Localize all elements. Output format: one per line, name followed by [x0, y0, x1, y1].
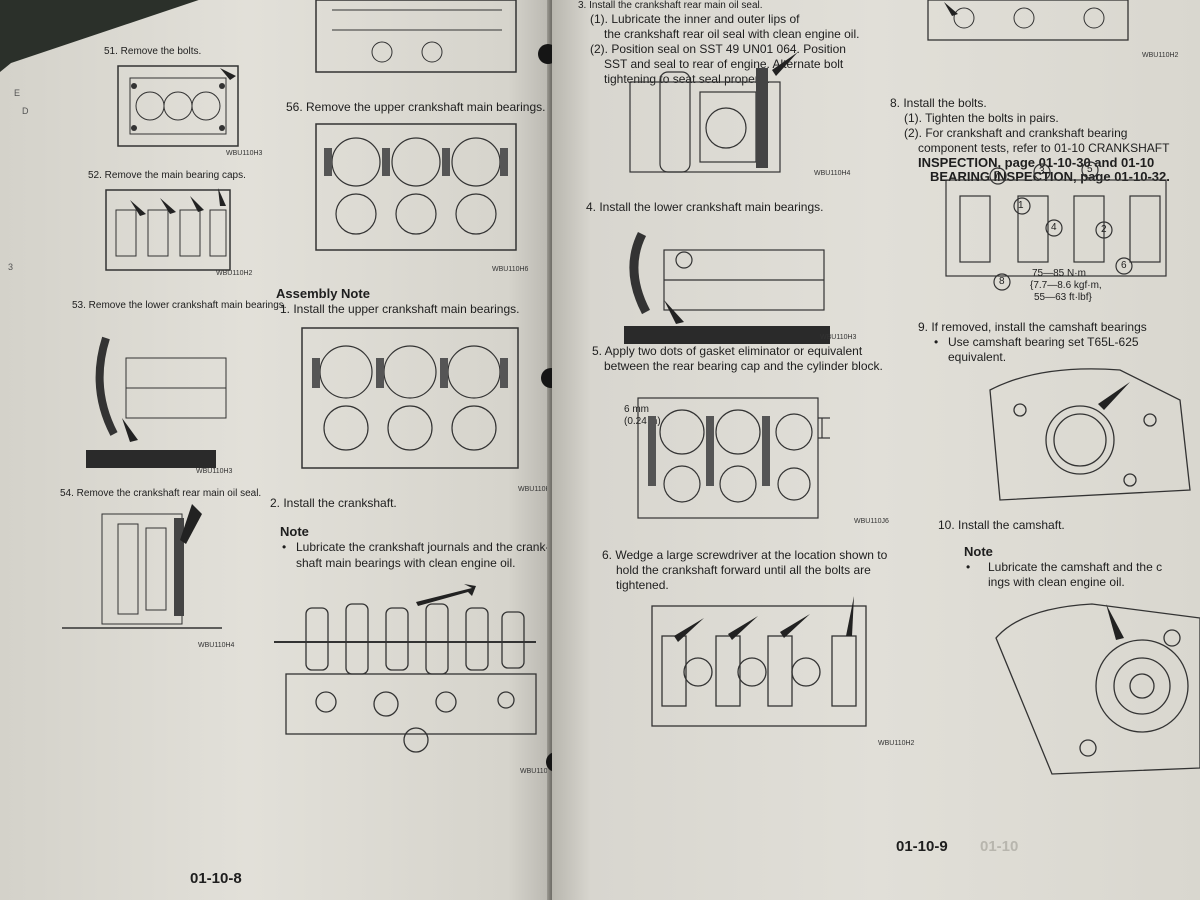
- torque-line-1: 75—85 N·m: [1032, 268, 1086, 279]
- margin-mark-d: D: [22, 106, 29, 116]
- screwdriver-wedge-figure: [651, 596, 867, 727]
- step-4-text: 4. Install the lower crankshaft main bea…: [586, 200, 824, 214]
- sequence-5: 5: [1087, 164, 1093, 175]
- torque-line-3: 55—63 ft·lbf}: [1034, 292, 1092, 303]
- page-number-faded: 01-10: [980, 838, 1019, 855]
- page-number-left: 01-10-8: [190, 870, 242, 887]
- step-8-title: 8. Install the bolts.: [890, 96, 987, 110]
- note-line-1: Lubricate the crankshaft journals and th…: [296, 540, 550, 554]
- sequence-7: 7: [994, 170, 1000, 181]
- book-spine: [547, 0, 556, 900]
- lower-bearings-install-figure: [624, 231, 830, 344]
- rear-seal-install-figure: [629, 52, 798, 173]
- camshaft-bearing-figure: [989, 368, 1191, 501]
- step-8-line-3: component tests, refer to 01-10 CRANKSHA…: [918, 141, 1170, 155]
- assembly-note-heading: Assembly Note: [276, 286, 370, 301]
- step-3-title: 3. Install the crankshaft rear main oil …: [578, 0, 763, 11]
- step-6-line-3: tightened.: [616, 578, 669, 592]
- step-10-note-line-1: Lubricate the camshaft and the c: [988, 560, 1163, 574]
- figure-code-assembly-1: WBU110H6: [518, 486, 555, 493]
- bolt-sequence-figure: [945, 161, 1167, 291]
- gasket-eliminator-figure: [637, 397, 830, 519]
- figure-code-54: WBU110H4: [198, 642, 235, 649]
- step-9-line-1: 9. If removed, install the camshaft bear…: [918, 320, 1147, 334]
- crankshaft-figure-55: [315, 0, 517, 73]
- step-6-line-2: hold the crankshaft forward until all th…: [616, 563, 871, 577]
- figure-code-56: WBU110H6: [492, 266, 529, 273]
- step-3-line-3: (2). Position seal on SST 49 UN01 064. P…: [590, 42, 846, 56]
- figure-code-52: WBU110H2: [216, 270, 253, 277]
- step-6-line-1: 6. Wedge a large screwdriver at the loca…: [602, 548, 888, 562]
- camshaft-install-figure: [995, 603, 1200, 775]
- figure-code-4: WBU110H3: [820, 334, 857, 341]
- step-56-text: 56. Remove the upper crankshaft main bea…: [286, 100, 546, 114]
- note-line-2: shaft main bearings with clean engine oi…: [296, 556, 516, 570]
- figure-code-51: WBU110H3: [226, 150, 263, 157]
- step-10-title: 10. Install the camshaft.: [938, 518, 1065, 532]
- step-5-line-2: between the rear bearing cap and the cyl…: [604, 359, 883, 373]
- step-3-line-1: (1). Lubricate the inner and outer lips …: [590, 12, 800, 26]
- step-9-line-3: equivalent.: [948, 350, 1007, 364]
- step-53-text: 53. Remove the lower crankshaft main bea…: [72, 300, 287, 311]
- top-right-figure-7: [927, 0, 1129, 41]
- step-10-bullet: •: [966, 560, 971, 574]
- sequence-1: 1: [1018, 200, 1024, 211]
- step-8-line-1: (1). Tighten the bolts in pairs.: [904, 111, 1059, 125]
- step-10-note-label: Note: [964, 544, 993, 559]
- step-3-line-2: the crankshaft rear oil seal with clean …: [604, 27, 860, 41]
- figure-code-6: WBU110H2: [878, 740, 915, 747]
- left-page: E D 3 51. Remove the bolts. WBU110H3 52.…: [0, 0, 552, 900]
- upper-bearings-figure-56: [315, 123, 517, 251]
- step-8-line-2: (2). For crankshaft and crankshaft beari…: [904, 126, 1128, 140]
- dimension-mm: 6 mm: [624, 404, 649, 415]
- figure-code-assembly-2: WBU110H6: [520, 768, 557, 775]
- page-number-right: 01-10-9: [896, 838, 948, 855]
- sequence-4: 4: [1051, 222, 1057, 233]
- figure-code-7: WBU110H2: [1142, 52, 1179, 59]
- margin-mark-e: E: [14, 88, 21, 98]
- step-5-line-1: 5. Apply two dots of gasket eliminator o…: [592, 344, 863, 358]
- sequence-2: 2: [1101, 224, 1107, 235]
- rear-seal-figure-54: [62, 504, 222, 629]
- sequence-3: 3: [1039, 166, 1045, 177]
- upper-bearings-install-figure: [301, 327, 519, 469]
- bearing-figure-53: [86, 336, 227, 468]
- torque-line-2: {7.7—8.6 kgf·m,: [1030, 280, 1102, 291]
- step-54-text: 54. Remove the crankshaft rear main oil …: [60, 488, 262, 499]
- step-9-line-2: Use camshaft bearing set T65L-625: [948, 335, 1139, 349]
- step-51-text: 51. Remove the bolts.: [104, 46, 202, 57]
- figure-code-5: WBU110J6: [854, 518, 889, 525]
- engine-block-figure-51: [117, 65, 239, 147]
- crankshaft-install-figure: [274, 584, 537, 753]
- margin-mark-3: 3: [8, 262, 14, 272]
- dimension-in: (0.24 in): [624, 416, 661, 427]
- assembly-step-1-text: 1. Install the upper crankshaft main bea…: [280, 302, 520, 316]
- engine-block-figure-52: [105, 188, 231, 271]
- sequence-8: 8: [999, 276, 1005, 287]
- assembly-note-label: Note: [280, 524, 309, 539]
- note-bullet: •: [282, 540, 287, 554]
- step-52-text: 52. Remove the main bearing caps.: [88, 170, 246, 181]
- figure-code-53: WBU110H3: [196, 468, 233, 475]
- step-9-bullet: •: [934, 335, 939, 349]
- step-10-note-line-2: ings with clean engine oil.: [988, 575, 1125, 589]
- step-8-line-4: INSPECTION, page 01-10-30 and 01-10: [918, 155, 1155, 170]
- figure-code-3: WBU110H4: [814, 170, 851, 177]
- right-page: 3. Install the crankshaft rear main oil …: [552, 0, 1200, 900]
- sequence-6: 6: [1121, 260, 1127, 271]
- assembly-step-2-text: 2. Install the crankshaft.: [270, 496, 397, 510]
